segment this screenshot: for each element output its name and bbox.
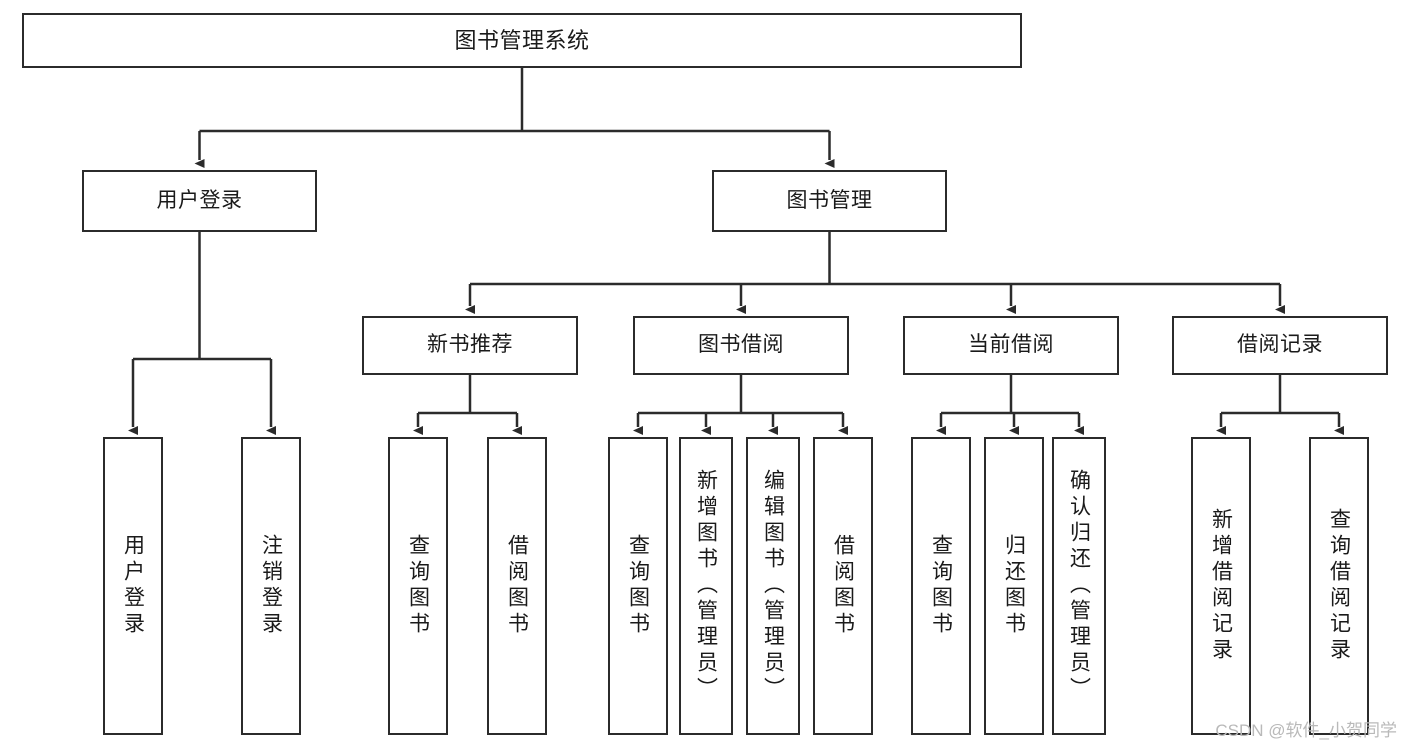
node-root[interactable]: 图书管理系统 (22, 13, 1022, 68)
node-label: 借阅记录 (1237, 333, 1323, 357)
node-label: 新书推荐 (427, 333, 513, 357)
node-leaf-add-book[interactable]: 新增图书（管理员） (679, 437, 733, 735)
node-label: 新增图书（管理员） (694, 469, 718, 703)
node-label: 图书管理 (786, 188, 873, 212)
node-label: 借阅图书 (505, 534, 529, 638)
node-borrow-record[interactable]: 借阅记录 (1172, 316, 1388, 375)
node-leaf-borrow-book[interactable]: 借阅图书 (813, 437, 873, 735)
node-leaf-confirm-return[interactable]: 确认归还（管理员） (1052, 437, 1106, 735)
node-label: 归还图书 (1002, 534, 1026, 638)
node-label: 用户登录 (156, 188, 243, 212)
node-book-manage[interactable]: 图书管理 (712, 170, 947, 232)
node-label: 图书管理系统 (454, 27, 590, 53)
node-leaf-add-borrow-record[interactable]: 新增借阅记录 (1191, 437, 1251, 735)
node-new-book-recommend[interactable]: 新书推荐 (362, 316, 578, 375)
node-leaf-query-book-current[interactable]: 查询图书 (911, 437, 971, 735)
node-label: 查询图书 (929, 534, 953, 638)
node-leaf-return-book[interactable]: 归还图书 (984, 437, 1044, 735)
node-label: 图书借阅 (698, 333, 784, 357)
node-label: 查询图书 (406, 534, 430, 638)
node-label: 注销登录 (259, 534, 283, 638)
node-label: 用户登录 (121, 534, 145, 638)
node-leaf-query-borrow-record[interactable]: 查询借阅记录 (1309, 437, 1369, 735)
node-leaf-user-logout[interactable]: 注销登录 (241, 437, 301, 735)
node-label: 新增借阅记录 (1209, 508, 1233, 664)
node-label: 当前借阅 (968, 333, 1054, 357)
node-book-borrow[interactable]: 图书借阅 (633, 316, 849, 375)
node-label: 编辑图书（管理员） (761, 469, 785, 703)
node-leaf-borrow-book-recommend[interactable]: 借阅图书 (487, 437, 547, 735)
node-user-login[interactable]: 用户登录 (82, 170, 317, 232)
node-leaf-user-login[interactable]: 用户登录 (103, 437, 163, 735)
node-label: 确认归还（管理员） (1067, 469, 1091, 703)
node-label: 查询图书 (626, 534, 650, 638)
node-label: 借阅图书 (831, 534, 855, 638)
node-leaf-query-book-borrow[interactable]: 查询图书 (608, 437, 668, 735)
node-leaf-edit-book[interactable]: 编辑图书（管理员） (746, 437, 800, 735)
node-current-borrow[interactable]: 当前借阅 (903, 316, 1119, 375)
csdn-watermark: CSDN @软件_小贺同学 (1215, 721, 1397, 740)
node-label: 查询借阅记录 (1327, 508, 1351, 664)
node-leaf-query-book-recommend[interactable]: 查询图书 (388, 437, 448, 735)
